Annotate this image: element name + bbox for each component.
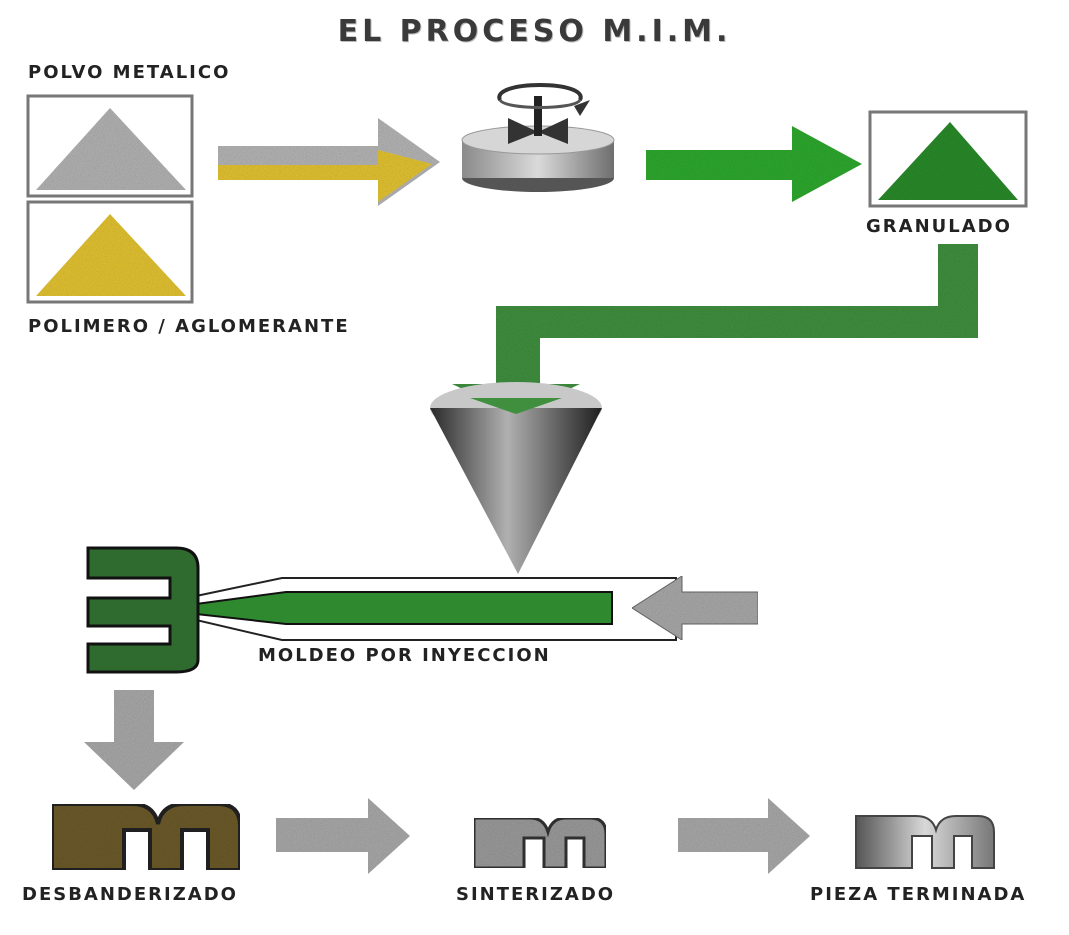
sintering-part bbox=[472, 816, 608, 870]
arrow-to-granulate bbox=[646, 126, 862, 202]
hopper bbox=[430, 382, 602, 574]
label-granulate: GRANULADO bbox=[866, 216, 1012, 237]
label-metal-powder: POLVO METALICO bbox=[28, 62, 231, 83]
mold bbox=[86, 546, 200, 674]
mixer bbox=[461, 83, 615, 192]
arrow-to-mixer bbox=[218, 118, 440, 206]
arrow-to-sintering bbox=[276, 798, 410, 874]
label-sintering: SINTERIZADO bbox=[456, 884, 616, 905]
injection-barrel bbox=[195, 577, 677, 641]
metal-powder-box bbox=[26, 94, 194, 198]
diagram-title: EL PROCESO M.I.M. bbox=[337, 14, 732, 49]
label-polymer: POLIMERO / AGLOMERANTE bbox=[28, 316, 350, 337]
arrow-to-finished bbox=[678, 798, 810, 874]
polymer-box bbox=[26, 200, 194, 304]
arrow-down-to-debinding bbox=[84, 690, 184, 790]
granulate-box bbox=[868, 110, 1028, 208]
label-injection: MOLDEO POR INYECCION bbox=[258, 645, 551, 666]
label-debinding: DESBANDERIZADO bbox=[22, 884, 238, 905]
piston-arrow bbox=[631, 575, 759, 641]
finished-part bbox=[855, 815, 995, 869]
label-finished: PIEZA TERMINADA bbox=[810, 884, 1027, 905]
debinding-part bbox=[50, 802, 242, 872]
granulate-feed-pipe bbox=[452, 244, 978, 414]
